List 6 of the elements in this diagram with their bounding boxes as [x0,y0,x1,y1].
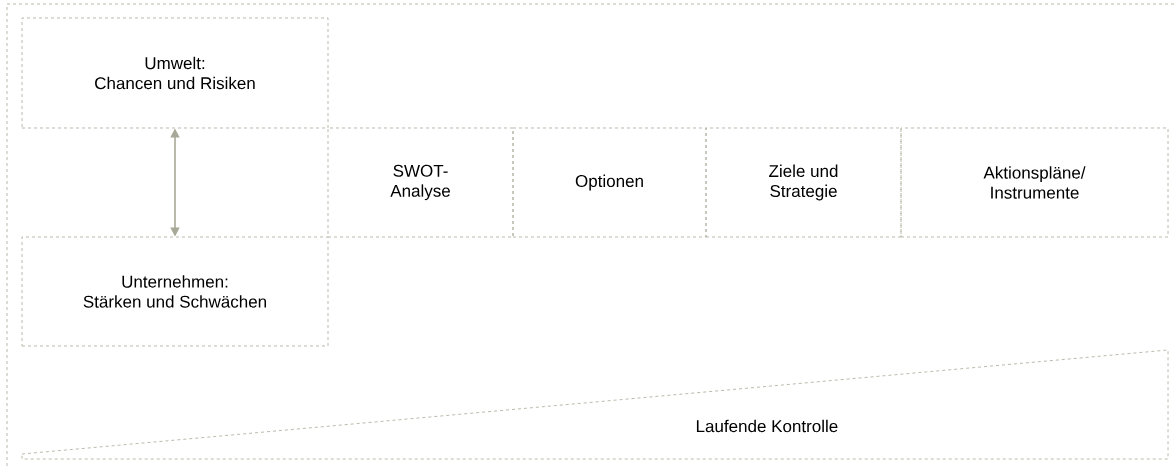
process-box: Ziele und Strategie [705,127,902,238]
process-box: SWOT-Analyse [327,127,514,238]
process-box: Optionen [512,127,707,238]
process-box: Aktionspläne/ Instrumente [900,127,1169,238]
process-box: Umwelt: Chancen und Risiken [21,17,329,129]
process-box: Unternehmen: Stärken und Schwächen [21,236,329,347]
